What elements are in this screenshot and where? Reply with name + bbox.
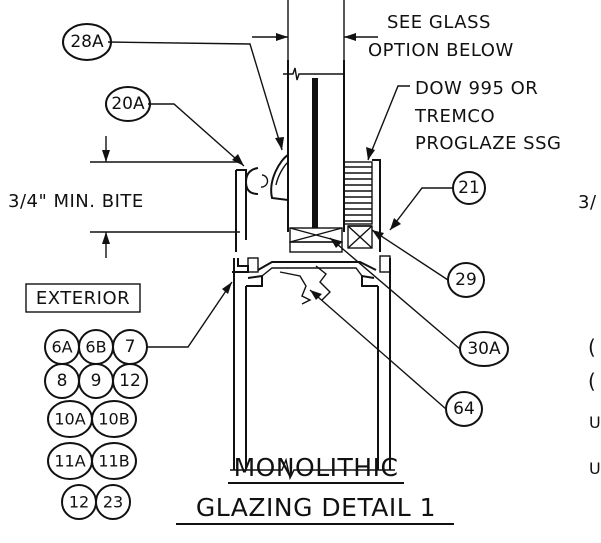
sealant-leader	[366, 85, 410, 161]
svg-text:8: 8	[57, 371, 68, 391]
part-bubble: 7	[112, 329, 148, 365]
glass-lite	[283, 60, 345, 232]
part-bubble: 6B	[78, 329, 114, 365]
svg-text:11B: 11B	[98, 452, 129, 471]
sealant-note-line2: TREMCO	[414, 106, 495, 127]
clipped-right-fragments: ( ( U U	[588, 335, 601, 478]
min-bite-dimension	[90, 136, 240, 258]
part-bubble: 10B	[91, 400, 137, 438]
clipped-right-dimension-text: 3/	[578, 192, 597, 213]
callout-label-20A: 20A	[111, 94, 145, 114]
svg-text:9: 9	[91, 371, 102, 391]
glass-width-dimension	[252, 0, 378, 60]
exterior-label: EXTERIOR	[36, 288, 130, 309]
svg-text:11A: 11A	[54, 452, 85, 471]
callout-label-29: 29	[455, 270, 477, 290]
part-bubble: 11A	[47, 442, 93, 480]
svg-text:6B: 6B	[85, 338, 106, 357]
svg-text:23: 23	[103, 493, 123, 512]
svg-text:10B: 10B	[98, 410, 129, 429]
detail-title: MONOLITHIC GLAZING DETAIL 1	[176, 453, 454, 525]
min-bite-label: 3/4" MIN. BITE	[8, 191, 144, 212]
glass-option-note-line1: SEE GLASS	[387, 12, 491, 33]
svg-text:12: 12	[69, 493, 89, 512]
svg-text:10A: 10A	[54, 410, 85, 429]
callout-21: 21	[389, 171, 486, 231]
clipped-bubble-fragment: (	[588, 369, 596, 393]
title-line2: GLAZING DETAIL 1	[196, 493, 436, 522]
callout-28A: 28A	[62, 23, 284, 151]
clipped-text-fragment: U	[589, 413, 601, 432]
glass-option-note-line2: OPTION BELOW	[368, 40, 514, 61]
callout-64: 64	[309, 289, 483, 427]
title-line1: MONOLITHIC	[234, 453, 399, 482]
part-bubble: 6A	[44, 329, 80, 365]
exterior-label-box: EXTERIOR	[25, 283, 141, 313]
part-bubble: 9	[78, 363, 114, 399]
part-bubble: 11B	[91, 442, 137, 480]
callout-label-28A: 28A	[70, 32, 104, 52]
clipped-bubble-fragment: (	[588, 335, 596, 359]
svg-text:12: 12	[119, 371, 141, 391]
mullion-frame	[230, 255, 395, 481]
sealant-note-line3: PROGLAZE SSG	[415, 133, 561, 154]
clipped-text-fragment: U	[589, 459, 601, 478]
sealant-note-line1: DOW 995 OR	[415, 78, 538, 99]
callout-label-30A: 30A	[467, 339, 501, 359]
part-bubble: 23	[95, 484, 131, 520]
svg-text:6A: 6A	[51, 338, 72, 357]
callout-label-64: 64	[453, 399, 475, 419]
callout-29: 29	[371, 229, 485, 298]
structural-sealant-bead	[343, 161, 373, 225]
part-bubble: 12	[61, 484, 97, 520]
svg-text:7: 7	[125, 337, 136, 357]
exterior-glazing-leg	[235, 153, 289, 252]
callout-label-21: 21	[458, 178, 480, 198]
right-glazing-leg	[347, 159, 381, 252]
part-bubble: 12	[112, 363, 148, 399]
part-bubble: 10A	[47, 400, 93, 438]
parts-bubble-list: 6A 6B 7 8 9 12 10A 10B	[44, 281, 233, 520]
part-bubble: 8	[44, 363, 80, 399]
callout-20A: 20A	[105, 86, 245, 167]
callout-30A: 30A	[329, 237, 509, 367]
